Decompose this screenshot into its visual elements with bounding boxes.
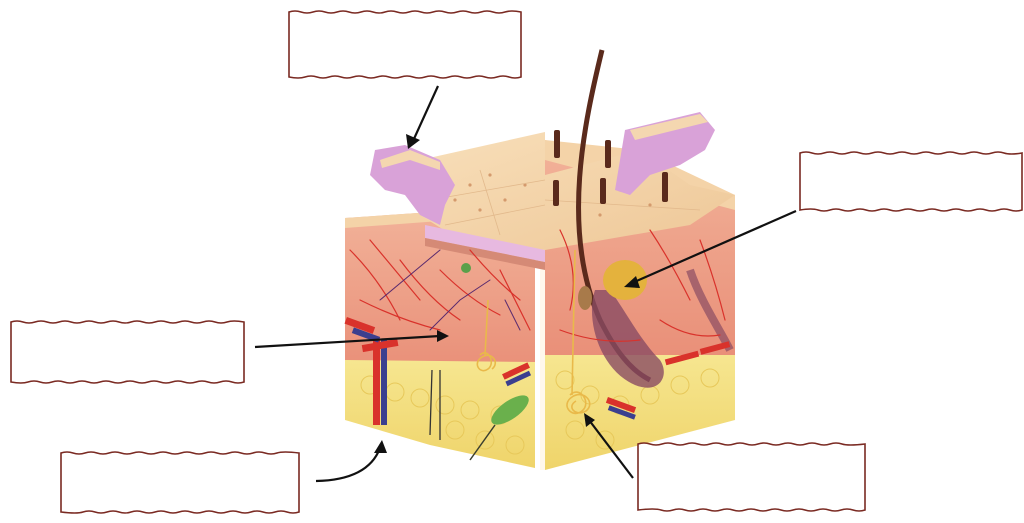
label-box-left-middle[interactable] [9,319,246,385]
label-box-left-bottom[interactable] [59,450,301,515]
label-text-right-bottom [636,441,867,513]
vein-vertical [381,340,387,425]
arrow-left-bottom [316,448,380,481]
label-text-left-bottom [59,450,301,515]
label-text-left-middle [9,319,246,385]
arrow-top-center [413,86,438,141]
artery-vertical [373,340,380,425]
meissner-corpuscle [461,263,471,273]
arrector-pili [578,286,592,310]
label-text-right-upper [798,150,1024,213]
label-box-right-upper[interactable] [798,150,1024,213]
arrowhead-top-center [406,134,420,149]
arrowhead-left-bottom [374,440,387,453]
label-text-top-center [287,9,523,80]
label-box-top-center[interactable] [287,9,523,80]
label-box-right-bottom[interactable] [636,441,867,513]
